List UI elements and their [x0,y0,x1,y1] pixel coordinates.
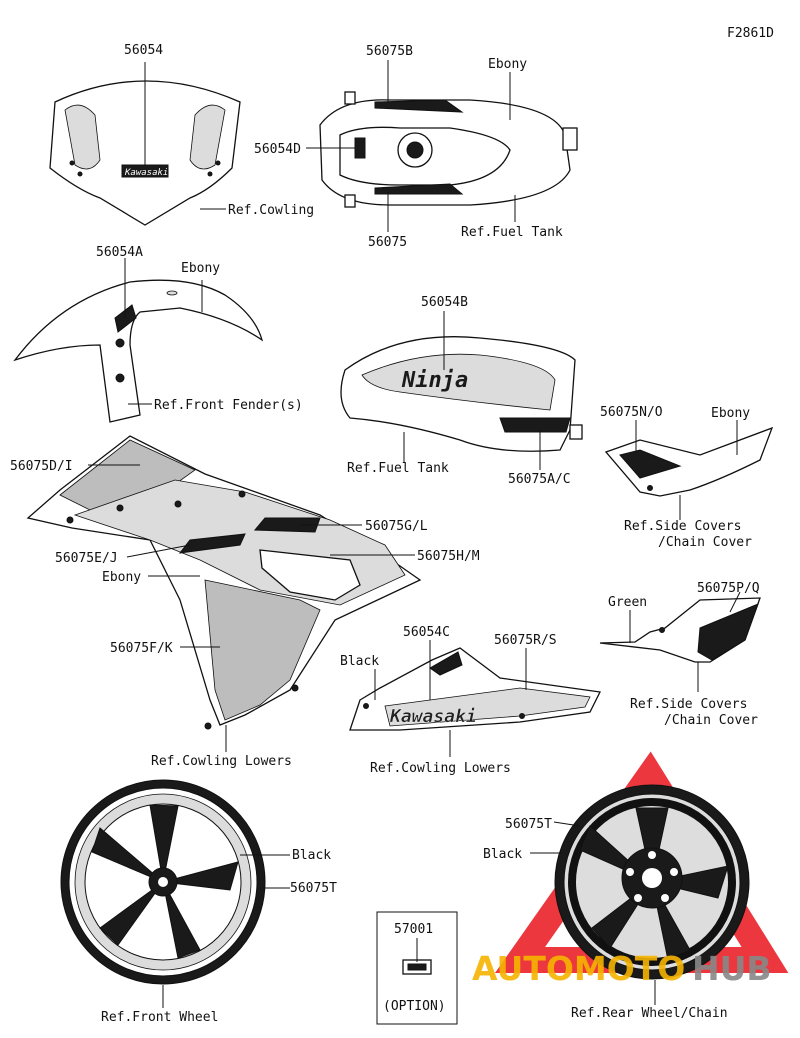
side-cover-1-part[interactable] [604,426,774,497]
label-black-front-wheel: Black [292,848,331,863]
fuel-tank-side-part[interactable]: Ninja [340,336,583,452]
label-ref-front-wheel: Ref.Front Wheel [101,1010,218,1025]
front-wheel-part[interactable] [60,779,266,985]
label-56075fk: 56075F/K [110,641,173,656]
label-green: Green [608,595,647,610]
label-black-lower: Black [340,654,379,669]
label-ref-fuel-tank-side: Ref.Fuel Tank [347,461,449,476]
label-56075ac: 56075A/C [508,472,571,487]
label-56054b: 56054B [421,295,468,310]
label-56075t-rear: 56075T [505,817,552,832]
label-ref-rear-wheel: Ref.Rear Wheel/Chain [571,1006,728,1021]
label-ebony-fender: Ebony [181,261,220,276]
rear-wheel-part[interactable] [554,784,750,980]
label-chain-cover-1: /Chain Cover [658,535,752,550]
label-56054d: 56054D [254,142,301,157]
label-57001: 57001 [394,922,433,937]
lower-cowling-part[interactable]: Kawasaki [349,647,601,731]
label-56075hm: 56075H/M [417,549,480,564]
watermark-text-hub: HUB [692,949,772,988]
label-56075no: 56075N/O [600,405,663,420]
label-56054c: 56054C [403,625,450,640]
decal-kawasaki-small: Kawasaki [124,168,168,178]
label-ref-cowling: Ref.Cowling [228,203,314,218]
label-ref-side-covers-2: Ref.Side Covers [630,697,747,712]
label-56075b: 56075B [366,44,413,59]
label-ebony-cowl: Ebony [102,570,141,585]
fuel-tank-top-part[interactable] [319,91,578,208]
side-cowling-part[interactable] [26,435,422,730]
automotohub-watermark-text: AUTOMOTO HUB [472,949,772,988]
label-ref-cowling-lowers-1: Ref.Cowling Lowers [151,754,292,769]
decal-kawasaki-lower: Kawasaki [389,706,477,727]
front-fender-part[interactable] [13,279,264,423]
label-56075ej: 56075E/J [55,551,118,566]
decal-ninja: Ninja [401,368,468,393]
label-ref-cowling-lowers-2: Ref.Cowling Lowers [370,761,511,776]
option-box[interactable] [376,911,458,1025]
diagram-code: F2861D [727,26,774,41]
label-56075rs: 56075R/S [494,633,557,648]
label-ebony-tank: Ebony [488,57,527,72]
label-56075t-front: 56075T [290,881,337,896]
label-ref-fuel-tank-top: Ref.Fuel Tank [461,225,563,240]
label-56075gl: 56075G/L [365,519,428,534]
label-ref-side-covers-1: Ref.Side Covers [624,519,741,534]
label-option: (OPTION) [383,999,446,1014]
label-black-rear-wheel: Black [483,847,522,862]
label-ref-front-fender: Ref.Front Fender(s) [154,398,303,413]
label-56075di: 56075D/I [10,459,73,474]
label-56054a: 56054A [96,245,143,260]
side-cover-2-part[interactable] [599,597,761,663]
label-ebony-sidecover: Ebony [711,406,750,421]
label-56054: 56054 [124,43,163,58]
label-56075pq: 56075P/Q [697,581,760,596]
watermark-text-automoto: AUTOMOTO [472,949,685,988]
label-56075: 56075 [368,235,407,250]
label-chain-cover-2: /Chain Cover [664,713,758,728]
